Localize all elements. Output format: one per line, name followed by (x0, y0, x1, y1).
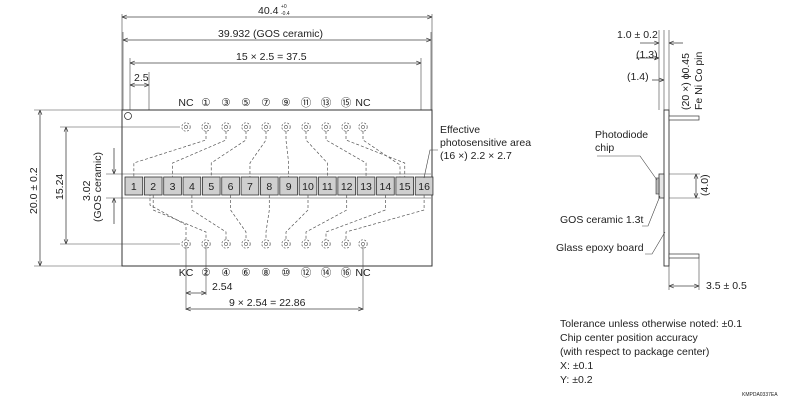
chip-cell (124, 176, 144, 196)
top-pin-label: ③ (221, 97, 230, 109)
effective-area-label-1: Effective (440, 124, 480, 136)
chip-number: 16 (418, 181, 430, 193)
effective-area-label-3: (16 ×) 2.2 × 2.7 (440, 150, 512, 162)
photodiode-chip (655, 177, 660, 195)
dim-ceramic-width: 39.932 (GOS ceramic) (218, 28, 323, 40)
dim-thickness: 1.0 ± 0.2 (617, 29, 658, 41)
effective-area-label-2: photosensitive area (440, 137, 531, 149)
glass-epoxy-board (663, 109, 670, 267)
bottom-pin-label: ⑯ (341, 267, 352, 279)
top-pin-label: ⑦ (261, 97, 270, 109)
label-photodiode-2: chip (595, 142, 614, 154)
drawing-code: KMPDA0337EA (742, 392, 778, 398)
chip-number: 11 (322, 181, 333, 193)
note-accuracy-2: (with respect to package center) (560, 346, 709, 358)
chip-number: 12 (341, 181, 353, 193)
bottom-pin-label: ⑫ (301, 267, 312, 279)
pin-rows (181, 122, 368, 249)
dim-1-4: (1.4) (627, 71, 649, 83)
chip-number: 9 (286, 181, 292, 193)
dim-4-0: (4.0) (699, 174, 711, 196)
top-pin-label: ⑬ (321, 97, 332, 109)
dim-total-width-tol-lower: -0.4 (281, 11, 290, 17)
chip-number: 7 (247, 181, 253, 193)
pin-bottom (668, 253, 700, 259)
dim-inner-height: 15.24 (54, 174, 66, 200)
top-pin-label: NC (355, 97, 371, 109)
chip-number: 2 (150, 181, 156, 193)
note-tolerance: Tolerance unless otherwise noted: ±0.1 (560, 318, 742, 330)
chip-number: 5 (208, 181, 214, 193)
gos-ceramic (658, 173, 665, 199)
dim-pin-offset: 2.54 (212, 281, 233, 293)
chip-number: 13 (360, 181, 372, 193)
bottom-pin-label: ④ (221, 267, 230, 279)
note-x-tol: X: ±0.1 (560, 360, 593, 372)
bottom-pin-label: ⑥ (241, 267, 250, 279)
dim-pin-diameter: (20 ×) ϕ0.45 (680, 53, 692, 110)
label-gos-ceramic: GOS ceramic 1.3t (560, 214, 644, 226)
dim-1-3: (1.3) (636, 49, 658, 61)
dim-ceramic-height: 3.02 (81, 180, 93, 201)
chip-number: 14 (380, 181, 392, 193)
top-pin-label: ⑪ (301, 97, 312, 109)
top-pin-label: NC (178, 97, 194, 109)
dim-3-5: 3.5 ± 0.5 (706, 280, 747, 292)
dim-height: 20.0 ± 0.2 (28, 167, 40, 214)
top-pin-label: ⑨ (281, 97, 290, 109)
top-pin-label: ⑤ (241, 97, 250, 109)
bottom-pin-label: ⑩ (281, 267, 290, 279)
note-y-tol: Y: ±0.2 (560, 374, 593, 386)
chip-number: 1 (131, 181, 137, 193)
chip-number: 10 (302, 181, 314, 193)
note-accuracy-1: Chip center position accuracy (560, 332, 698, 344)
pin-top (668, 115, 700, 121)
chip-cell (318, 176, 337, 196)
label-photodiode-1: Photodiode (595, 129, 648, 141)
bottom-pin-label: ⑭ (321, 267, 332, 279)
dim-pin-material: Fe Ni Co pin (693, 51, 705, 110)
chip-cell (201, 176, 221, 196)
chip-number: 8 (266, 181, 272, 193)
bottom-pin-label: ⑧ (261, 267, 270, 279)
dim-pitch-chips: 15 × 2.5 = 37.5 (236, 51, 307, 63)
index-mark (124, 112, 132, 120)
dim-pin-pitch: 9 × 2.54 = 22.86 (229, 297, 306, 309)
chip-number: 4 (189, 181, 195, 193)
dim-total-width: 40.4 (258, 5, 279, 17)
dim-ceramic-height-note: (GOS ceramic) (92, 152, 104, 222)
chip-number: 6 (228, 181, 234, 193)
dim-first-offset: 2.5 (134, 72, 149, 84)
chip-number: 15 (399, 181, 411, 193)
wiring (133, 131, 425, 240)
top-pin-label: ⑮ (341, 97, 352, 109)
dim-total-width-tol-upper: +0 (281, 4, 287, 10)
notes: Tolerance unless otherwise noted: ±0.1 C… (560, 318, 778, 398)
chip-number: 3 (170, 181, 176, 193)
chip-cell (356, 176, 376, 196)
side-view: 1.0 ± 0.2 (1.3) (1.4) (20 ×) ϕ0.45 Fe Ni… (556, 29, 747, 292)
front-view: 40.4 +0 -0.4 39.932 (GOS ceramic) 15 × 2… (28, 4, 531, 310)
top-pin-label: ① (201, 97, 210, 109)
label-glass-epoxy: Glass epoxy board (556, 242, 644, 254)
